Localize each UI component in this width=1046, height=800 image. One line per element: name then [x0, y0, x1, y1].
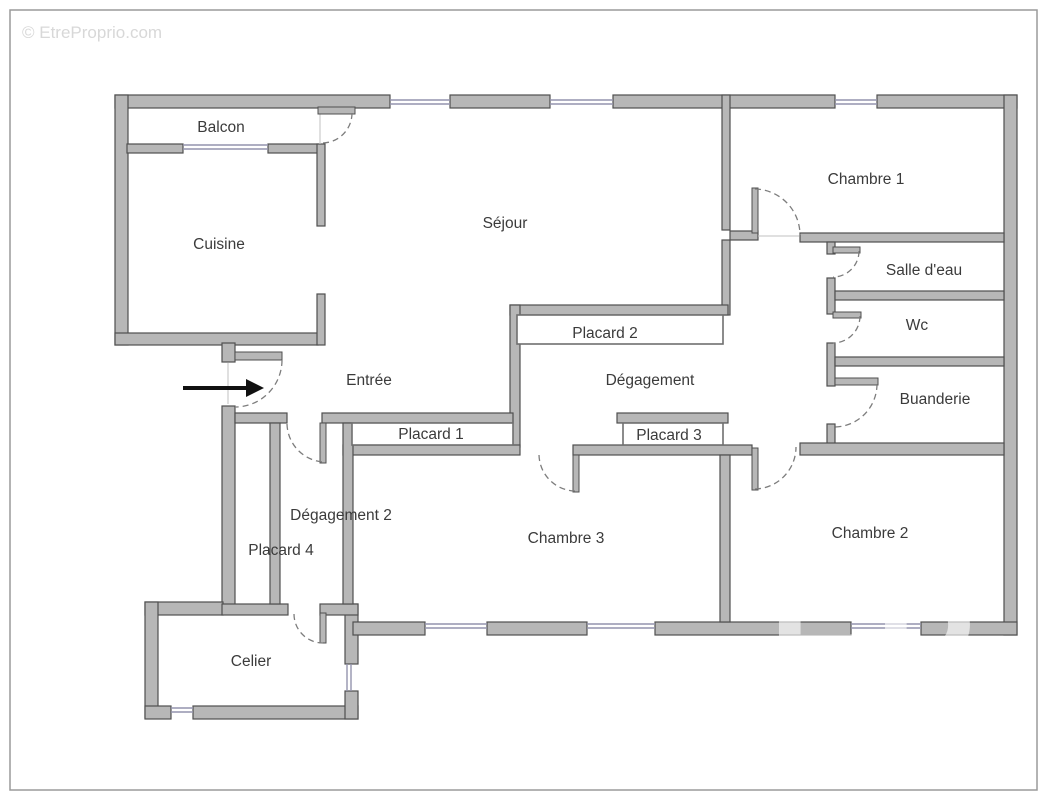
buanderie-door-leaf	[834, 377, 879, 386]
salle-deau-door-arc	[832, 250, 860, 278]
placard-2-box	[516, 314, 724, 345]
room-label-balcon: Balcon	[197, 119, 244, 136]
room-label-chambre-2: Chambre 2	[832, 525, 909, 542]
entry-door-leaf	[234, 351, 283, 361]
room-label-cuisine: Cuisine	[193, 236, 245, 253]
watermark-logo: EP	[769, 559, 981, 727]
image-frame	[9, 9, 1038, 791]
chambre3-door-arc	[538, 454, 577, 492]
room-label-buanderie: Buanderie	[900, 391, 971, 408]
watermark-text: © EtreProprio.com	[22, 23, 162, 42]
salle-deau-door-leaf	[832, 246, 861, 254]
room-label-degagement: Dégagement	[606, 372, 695, 389]
buanderie-door-arc	[833, 383, 878, 428]
walls	[114, 94, 1018, 720]
chambre2-door-arc	[754, 446, 797, 490]
room-label-sejour: Séjour	[483, 215, 528, 232]
room-label-salle-deau: Salle d'eau	[886, 262, 962, 279]
chambre1-door-arc	[754, 188, 801, 236]
room-label-degagement-2: Dégagement 2	[290, 507, 392, 524]
room-label-placard-4: Placard 4	[248, 542, 314, 559]
room-label-placard-3: Placard 3	[636, 427, 701, 444]
degagement2-door-arc	[286, 423, 326, 463]
room-label-placard-1: Placard 1	[398, 426, 463, 443]
room-label-celier: Celier	[231, 653, 271, 670]
windows	[171, 99, 921, 713]
chambre1-door-leaf	[751, 187, 759, 234]
celier-door-leaf	[319, 612, 327, 644]
entry-door-arc	[234, 359, 283, 408]
balcony-door-arc	[321, 112, 353, 144]
room-label-wc: Wc	[906, 317, 929, 334]
room-labels: Balcon Cuisine Séjour Chambre 1 Salle d'…	[193, 119, 970, 670]
balcony-door-leaf	[317, 106, 356, 115]
chambre3-door-leaf	[572, 454, 580, 493]
wc-door-leaf	[832, 311, 862, 319]
placard-1-box	[351, 422, 514, 446]
wc-door-arc	[832, 315, 861, 344]
room-label-chambre-3: Chambre 3	[528, 530, 605, 547]
room-label-entree: Entrée	[346, 372, 392, 389]
room-label-placard-2: Placard 2	[572, 325, 637, 342]
doors	[227, 106, 879, 644]
closet-boxes	[351, 314, 724, 446]
room-label-chambre-1: Chambre 1	[828, 171, 905, 188]
chambre2-door-leaf	[751, 447, 759, 491]
placard-3-box	[622, 422, 724, 446]
entrance-arrow-icon	[183, 379, 264, 397]
degagement2-door-leaf	[319, 422, 327, 464]
celier-door-arc	[293, 613, 324, 644]
